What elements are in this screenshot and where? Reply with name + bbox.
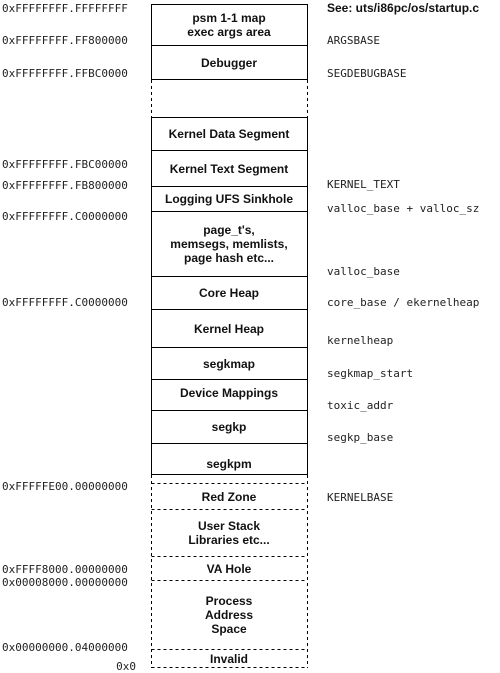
segment-device-mappings: Device Mappings — [179, 386, 279, 400]
segment-logging-ufs: Logging UFS Sinkhole — [165, 192, 293, 206]
symbol-label: KERNEL_TEXT — [327, 178, 400, 191]
segment-kernel-heap: Kernel Heap — [193, 321, 265, 336]
symbol-label: toxic_addr — [327, 399, 394, 412]
address-label: 0xFFFFFFFF.FF800000 — [2, 34, 128, 47]
address-label: 0x0 — [116, 660, 136, 673]
segment-red-zone: Red Zone — [201, 489, 257, 504]
segment-page-structures: page_t's, memsegs, memlists, page hash e… — [170, 223, 288, 265]
segment-core-heap: Core Heap — [198, 286, 260, 300]
symbol-label: segkmap_start — [327, 367, 414, 380]
segment-process-address-space: Process Address Space — [204, 594, 254, 636]
symbol-label: SEGDEBUGBASE — [327, 67, 407, 80]
address-label: 0xFFFFFFFF.FFFFFFFF — [2, 2, 128, 15]
segment-va-hole: VA Hole — [206, 561, 252, 576]
address-label: 0x00000000.04000000 — [2, 641, 128, 654]
address-label: 0xFFFFFFFF.FBC00000 — [2, 158, 128, 171]
address-label: 0x00008000.00000000 — [2, 576, 128, 589]
segment-kernel-text: Kernel Text Segment — [169, 161, 289, 176]
segment-box-top — [151, 4, 308, 80]
address-label: 0xFFFFFFFF.FFBC0000 — [2, 67, 128, 80]
segment-debugger: Debugger — [200, 55, 257, 70]
address-label: 0xFFFFFFFF.C0000000 — [2, 296, 128, 309]
segment-segkmap: segkmap — [202, 356, 256, 371]
address-label: 0xFFFFFE00.00000000 — [2, 480, 128, 493]
address-label: 0xFFFFFFFF.FB800000 — [2, 179, 128, 192]
address-label: 0xFFFF8000.00000000 — [2, 563, 128, 576]
symbol-label: valloc_base — [327, 265, 400, 278]
segment-psm: psm 1-1 map exec args area — [187, 11, 271, 39]
segment-segkpm: segkpm — [206, 457, 252, 471]
symbol-label: kernelheap — [327, 334, 394, 347]
segment-kernel-data: Kernel Data Segment — [168, 127, 290, 141]
symbol-label: valloc_base + valloc_sz — [327, 202, 480, 215]
symbol-label: KERNELBASE — [327, 491, 394, 504]
address-label: 0xFFFFFFFF.C0000000 — [2, 210, 128, 223]
symbol-label: core_base / ekernelheap — [327, 296, 480, 309]
segment-user-stack: User Stack Libraries etc... — [188, 519, 270, 547]
segment-box-kernel — [151, 117, 308, 475]
segment-segkp: segkp — [211, 420, 247, 434]
source-note: See: uts/i86pc/os/startup.c — [327, 1, 480, 15]
segment-invalid: Invalid — [209, 651, 248, 666]
symbol-label: segkp_base — [327, 431, 394, 444]
symbol-label: ARGSBASE — [327, 34, 380, 47]
